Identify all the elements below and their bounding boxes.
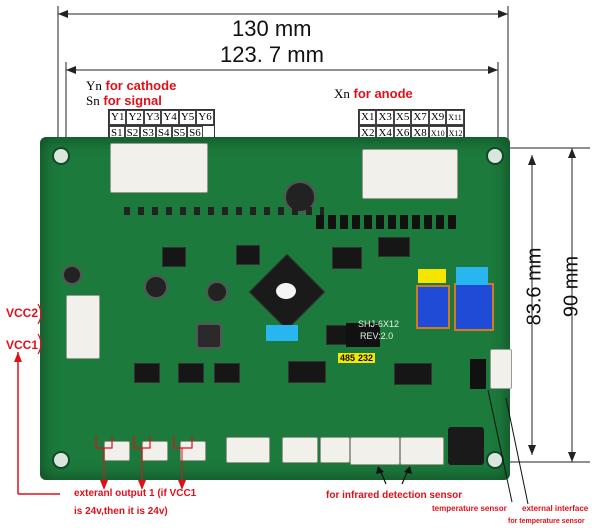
inductor (196, 323, 222, 349)
pcb-board: SHJ-6X12 REV:2.0 485 232 (40, 137, 512, 480)
capacitor (144, 275, 168, 299)
xn-prefix: Xn (334, 86, 350, 101)
output-connector (226, 437, 270, 463)
vcc-connector (66, 295, 100, 359)
infrared-connector (400, 437, 444, 465)
capacitor (206, 281, 228, 303)
yn-text: for cathode (105, 78, 177, 93)
pin-label: Y3 (143, 110, 162, 125)
pin-label: X7 (411, 110, 429, 125)
pin-label: Y1 (109, 110, 127, 125)
port-232-label: 232 (356, 353, 376, 363)
pin-label: X9 (428, 110, 447, 125)
dip-switch-tag (418, 269, 446, 283)
sn-prefix: Sn (86, 93, 100, 108)
ic-chip (134, 363, 160, 383)
dc-jack (448, 427, 484, 465)
ic-chip (236, 245, 260, 265)
pin-label: X5 (393, 110, 412, 125)
pin-label: X1 (359, 110, 377, 125)
outer-width-label: 130 mm (232, 16, 312, 41)
mounting-hole (52, 451, 70, 469)
pin-label: Y2 (126, 110, 144, 125)
pin-label: Y6 (196, 110, 214, 125)
ic-chip (288, 361, 326, 383)
vcc2-label: VCC2 (6, 306, 39, 320)
cathode-pin-table: Y1 Y2 Y3 Y4 Y5 Y6 S1 S2 S3 S4 S5 S6 (108, 109, 215, 142)
anode-legend: Xn for anode (334, 86, 413, 102)
pin-label: Y4 (161, 110, 179, 125)
transistor-row (316, 215, 456, 229)
ic-chip (332, 247, 362, 269)
output-connector (282, 437, 318, 463)
dip-switch-tag (456, 267, 488, 285)
transistor-row (124, 207, 324, 215)
for-temperature-sensor-label: for temperature sensor (508, 518, 585, 525)
cathode-row-1: Y1 Y2 Y3 Y4 Y5 Y6 (108, 109, 215, 126)
jumper-tag (266, 325, 298, 341)
temperature-sensor-label: temperature sensor (432, 504, 507, 513)
external-interface-label: external interface (522, 504, 589, 513)
capacitor (62, 265, 82, 285)
pin-label: X11 (446, 110, 464, 125)
inner-width-label: 123. 7 mm (220, 42, 324, 67)
ic-chip (214, 363, 240, 383)
infrared-sensor-label: for infrared detection sensor (326, 490, 463, 501)
anode-connector (362, 149, 458, 199)
port-485-label: 485 (338, 353, 358, 363)
external-output-label-line1: exteranl output 1 (if VCC1 (74, 488, 197, 499)
ic-chip (378, 237, 410, 257)
dip-switch (416, 285, 450, 329)
vcc1-label: VCC1 (6, 338, 39, 352)
output-connector (180, 441, 206, 461)
external-output-label-line2: is 24v,then it is 24v) (74, 506, 168, 517)
output-connector (320, 437, 350, 463)
temperature-sensor-connector (490, 349, 512, 389)
board-model: SHJ-6X12 (358, 319, 400, 329)
infrared-connector (350, 437, 400, 465)
cathode-legend: Yn for cathode Sn for signal (86, 78, 176, 108)
cathode-connector (110, 143, 208, 193)
ic-chip (178, 363, 204, 383)
pin-label: X3 (376, 110, 394, 125)
jumper-block (346, 323, 380, 347)
pin-label: Y5 (178, 110, 197, 125)
mounting-hole (52, 147, 70, 165)
yn-prefix: Yn (86, 78, 102, 93)
mounting-hole (486, 147, 504, 165)
ic-chip (162, 247, 186, 267)
anode-row-1: X1 X3 X5 X7 X9 X11 (358, 109, 466, 126)
xn-text: for anode (353, 86, 413, 101)
chip-logo (276, 283, 296, 299)
sn-text: for signal (103, 93, 162, 108)
ic-chip (394, 363, 432, 385)
board-revision: REV:2.0 (360, 331, 394, 341)
temperature-sensor-jumper (470, 359, 486, 389)
